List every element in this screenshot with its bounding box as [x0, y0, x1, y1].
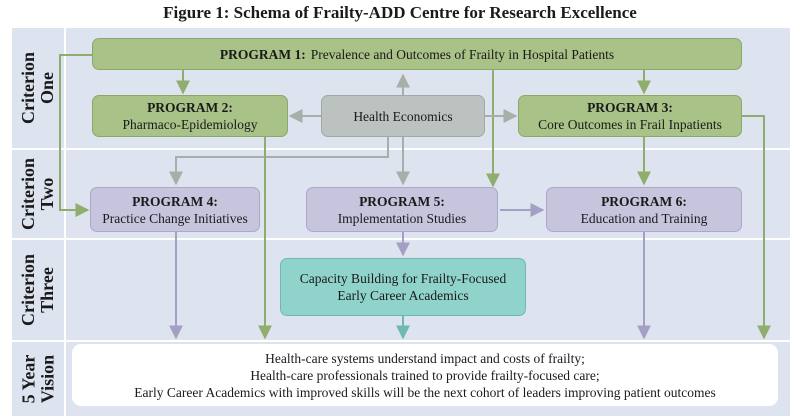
- health-economics-text: Health Economics: [353, 108, 453, 124]
- five-year-vision-box: Health-care systems understand impact an…: [72, 344, 778, 406]
- vision-line-3: Early Career Academics with improved ski…: [134, 384, 716, 400]
- program-1-box: PROGRAM 1: Prevalence and Outcomes of Fr…: [92, 38, 742, 70]
- row-label-divider: [64, 240, 66, 340]
- program-1-text: Prevalence and Outcomes of Frailty in Ho…: [310, 46, 615, 62]
- vision-line-1: Health-care systems understand impact an…: [265, 350, 585, 366]
- program-2-box: PROGRAM 2: Pharmaco-Epidemiology: [92, 95, 288, 137]
- program-4-heading: PROGRAM 4:: [132, 193, 218, 209]
- health-economics-box: Health Economics: [321, 95, 485, 137]
- row-label-divider: [64, 342, 66, 416]
- program-4-box: PROGRAM 4: Practice Change Initiatives: [90, 187, 260, 232]
- program-6-heading: PROGRAM 6:: [601, 193, 687, 209]
- program-6-text: Education and Training: [580, 210, 708, 226]
- program-2-heading: PROGRAM 2:: [147, 100, 233, 115]
- program-5-box: PROGRAM 5: Implementation Studies: [306, 187, 498, 232]
- program-6-box: PROGRAM 6: Education and Training: [546, 187, 742, 232]
- row-label-divider: [64, 28, 66, 148]
- arrow-p1-to-p4: [59, 54, 92, 217]
- program-1-heading: PROGRAM 1:: [219, 46, 306, 62]
- figure-title: Figure 1: Schema of Frailty-ADD Centre f…: [163, 3, 637, 22]
- capacity-building-box: Capacity Building for Frailty-Focused Ea…: [280, 258, 526, 316]
- capacity-building-line-1: Capacity Building for Frailty-Focused: [299, 271, 507, 286]
- program-3-box: PROGRAM 3: Core Outcomes in Frail Inpati…: [518, 95, 742, 137]
- program-2-text: Pharmaco-Epidemiology: [122, 117, 258, 132]
- arrow-p3-to-vision: [742, 115, 771, 340]
- program-5-heading: PROGRAM 5:: [359, 193, 445, 209]
- program-3-heading: PROGRAM 3:: [587, 100, 673, 115]
- arrow-he-to-p4: [169, 137, 389, 186]
- vision-line-2: Health-care professionals trained to pro…: [250, 367, 600, 383]
- capacity-building-line-2: Early Career Academics: [337, 288, 469, 303]
- program-3-text: Core Outcomes in Frail Inpatients: [538, 117, 722, 132]
- program-4-text: Practice Change Initiatives: [102, 210, 248, 226]
- program-5-text: Implementation Studies: [337, 210, 467, 226]
- row-label-divider: [64, 150, 66, 238]
